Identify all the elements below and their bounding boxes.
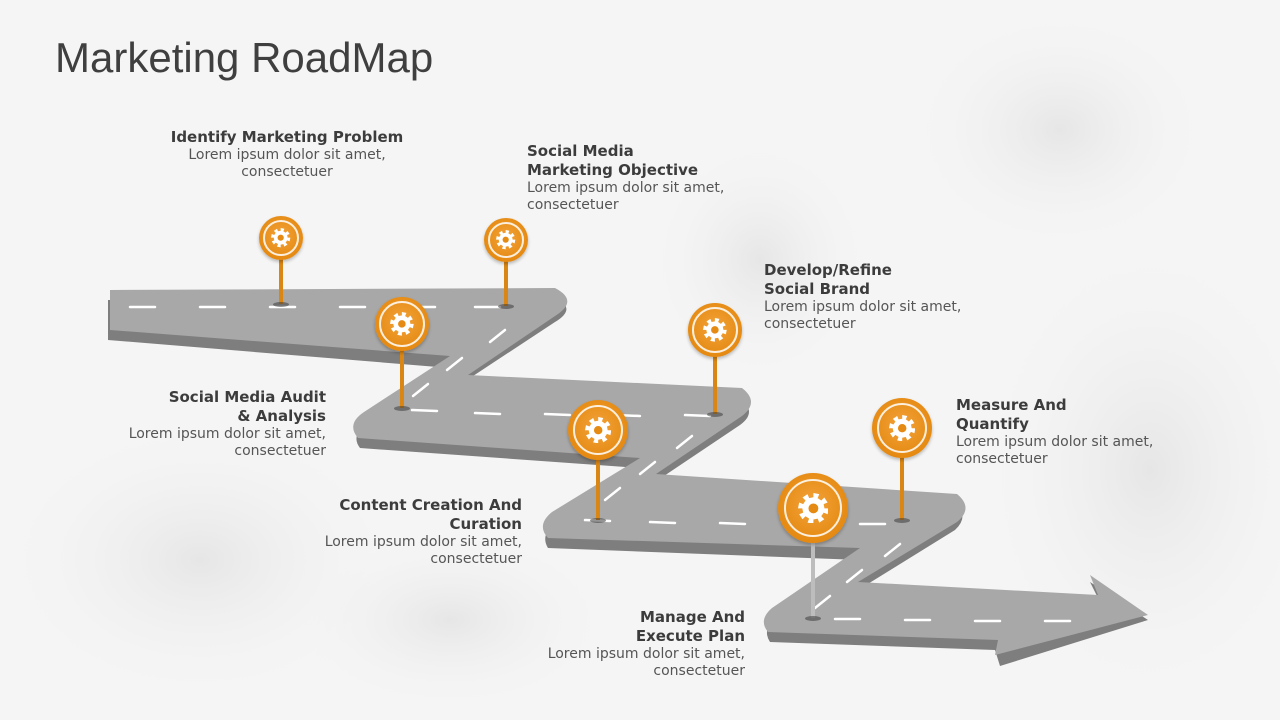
pin-stem (900, 428, 904, 520)
milestone-4-label: Develop/Refine Social Brand Lorem ipsum … (764, 261, 994, 333)
pin-stem (504, 240, 508, 306)
pin-stem (811, 508, 815, 618)
gear-icon (496, 230, 516, 250)
milestone-5-label: Content Creation And Curation Lorem ipsu… (292, 496, 522, 568)
pin-base-shadow (498, 304, 514, 309)
milestone-1-heading: Identify Marketing Problem (170, 128, 404, 146)
pin-ring (263, 220, 299, 256)
milestone-4-description: Lorem ipsum dolor sit amet, consectetuer (764, 299, 962, 332)
milestone-3-heading: Social Media Audit & Analysis (168, 388, 326, 425)
milestone-4-heading: Develop/Refine Social Brand (764, 261, 892, 298)
milestone-1-label: Identify Marketing Problem Lorem ipsum d… (167, 128, 407, 181)
road-surface (110, 288, 1148, 655)
pin-base-shadow (805, 616, 821, 621)
pin-base-shadow (394, 406, 410, 411)
gear-icon (271, 228, 291, 248)
gear-icon (390, 312, 414, 336)
milestone-2-heading: Social Media Marketing Objective (527, 142, 699, 179)
pin-head (259, 216, 303, 260)
milestone-2-description: Lorem ipsum dolor sit amet, consectetuer (527, 180, 725, 213)
milestone-5-description: Lorem ipsum dolor sit amet, consectetuer (324, 534, 522, 567)
pin-base-shadow (707, 412, 723, 417)
pin-stem (400, 324, 404, 408)
milestone-3-description: Lorem ipsum dolor sit amet, consectetuer (128, 426, 326, 459)
pin-ring (573, 405, 623, 455)
pin-base-shadow (894, 518, 910, 523)
milestone-6-description: Lorem ipsum dolor sit amet, consectetuer (956, 434, 1154, 467)
pin-head (375, 297, 429, 351)
pin-ring (379, 301, 425, 347)
pin-head (688, 303, 742, 357)
page-title: Marketing RoadMap (55, 34, 434, 81)
pin-head (484, 218, 528, 262)
lane-dashes (128, 305, 1072, 623)
milestone-1-description: Lorem ipsum dolor sit amet, consectetuer (188, 147, 386, 180)
pin-head (872, 398, 932, 458)
pin-stem (596, 430, 600, 520)
milestone-2-label: Social Media Marketing Objective Lorem i… (527, 142, 757, 214)
gear-icon (797, 492, 829, 524)
pin-head (568, 400, 628, 460)
pin-ring (784, 479, 842, 537)
milestone-6-label: Measure And Quantify Lorem ipsum dolor s… (956, 396, 1186, 468)
pin-ring (692, 307, 738, 353)
milestone-6-heading: Measure And Quantify (956, 396, 1067, 433)
pin-ring (877, 403, 927, 453)
pin-stem (279, 238, 283, 304)
milestone-5-heading: Content Creation And Curation (339, 496, 522, 533)
milestone-7-description: Lorem ipsum dolor sit amet, consectetuer (547, 646, 745, 679)
milestone-7-heading: Manage And Execute Plan (635, 608, 745, 645)
pin-ring (488, 222, 524, 258)
milestone-7-label: Manage And Execute Plan Lorem ipsum dolo… (515, 608, 745, 680)
pin-base-shadow (273, 302, 289, 307)
pin-head (778, 473, 848, 543)
milestone-3-label: Social Media Audit & Analysis Lorem ipsu… (96, 388, 326, 460)
pin-base-shadow (590, 518, 606, 523)
pin-stem (713, 330, 717, 414)
gear-icon (703, 318, 727, 342)
gear-icon (584, 416, 612, 444)
gear-icon (888, 414, 916, 442)
